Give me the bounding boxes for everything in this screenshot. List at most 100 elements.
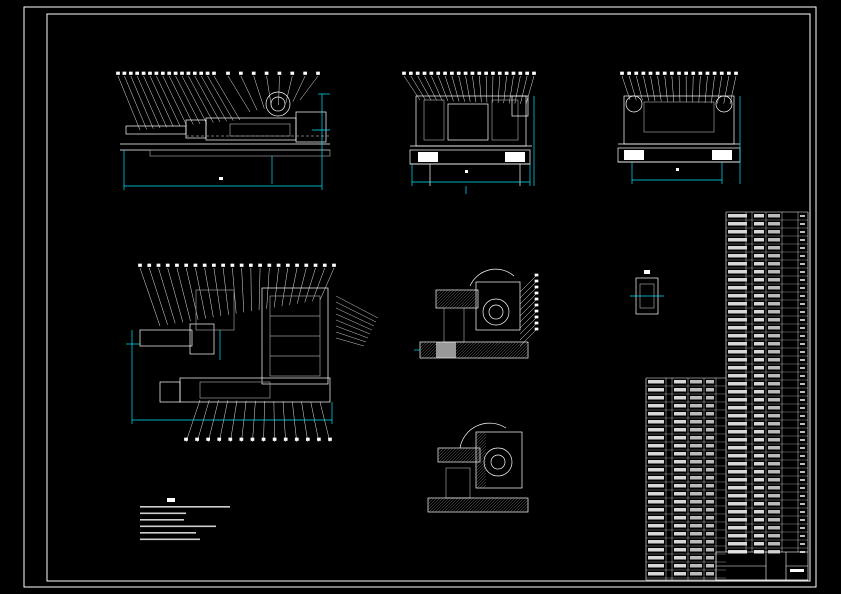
drawing-block xyxy=(497,71,502,75)
drawing-line xyxy=(456,289,476,309)
drawing-block xyxy=(641,71,646,75)
drawing-block xyxy=(195,437,199,441)
drawing-block xyxy=(754,326,764,330)
drawing-block xyxy=(728,382,747,386)
drawing-block xyxy=(706,468,714,472)
drawing-line xyxy=(181,75,207,124)
drawing-block xyxy=(648,556,664,560)
drawing-block xyxy=(754,270,764,274)
drawing-line xyxy=(436,341,454,359)
drawing-block xyxy=(674,436,686,440)
drawing-line xyxy=(435,289,440,294)
drawing-line xyxy=(335,319,371,335)
drawing-block xyxy=(402,71,406,75)
drawing-block xyxy=(276,263,281,267)
drawing-block xyxy=(706,420,714,424)
drawing-line xyxy=(475,431,483,439)
drawing-block xyxy=(728,310,747,314)
drawing-line xyxy=(263,401,265,443)
drawing-line xyxy=(493,341,511,359)
drawing-line xyxy=(636,75,643,101)
drawing-block xyxy=(283,437,288,441)
drawing-block xyxy=(800,327,805,329)
drawing-block xyxy=(768,534,780,538)
drawing-line xyxy=(476,497,492,513)
drawing-block xyxy=(728,278,747,282)
drawing-block xyxy=(135,71,140,75)
drawing-block xyxy=(491,71,495,75)
drawing-line xyxy=(462,292,479,309)
drawing-block xyxy=(239,437,244,441)
drawing-line xyxy=(475,475,487,487)
drawing-line xyxy=(502,341,520,359)
drawing-line xyxy=(266,75,272,107)
drawing-block xyxy=(249,263,253,267)
drawing-block xyxy=(800,495,805,497)
drawing-line xyxy=(444,447,460,463)
drawing-block xyxy=(768,374,780,378)
drawing-block xyxy=(239,263,244,267)
drawing-block xyxy=(264,71,269,75)
drawing-line xyxy=(438,447,454,463)
drawing-block xyxy=(116,71,120,75)
drawing-block xyxy=(674,508,686,512)
drawing-block xyxy=(674,380,686,384)
drawing-line xyxy=(494,497,510,513)
drawing-block xyxy=(768,310,780,314)
drawing-block xyxy=(165,263,170,267)
drawing-block xyxy=(768,254,780,258)
drawing-line xyxy=(194,75,221,123)
drawing-block xyxy=(768,454,780,458)
drawing-line xyxy=(427,497,432,502)
drawing-line xyxy=(285,75,293,104)
drawing-block xyxy=(706,516,714,520)
drawing-line xyxy=(240,75,258,111)
drawing-line xyxy=(471,453,481,463)
drawing-line xyxy=(207,75,234,121)
drawing-block xyxy=(800,519,805,521)
drawing-block xyxy=(754,350,764,354)
drawing-block xyxy=(706,396,714,400)
drawing-line xyxy=(519,323,537,341)
drawing-line xyxy=(188,75,214,123)
drawing-block xyxy=(525,71,530,75)
drawing-block xyxy=(648,460,664,464)
small-detail xyxy=(630,270,664,315)
drawing-block xyxy=(429,71,434,75)
drawing-block xyxy=(534,309,539,313)
drawing-line xyxy=(484,341,502,359)
drawing-line xyxy=(519,311,537,329)
drawing-block xyxy=(706,540,714,544)
drawing-block xyxy=(800,367,805,369)
drawing-block xyxy=(728,534,747,538)
drawing-block xyxy=(754,222,764,226)
drawing-block xyxy=(800,223,805,225)
drawing-line xyxy=(136,75,161,129)
drawing-block xyxy=(754,214,764,218)
drawing-block xyxy=(800,511,805,513)
drawing-block xyxy=(728,326,747,330)
drawing-line xyxy=(424,341,442,359)
drawing-block xyxy=(754,262,764,266)
drawing-block xyxy=(800,535,805,537)
drawing-line xyxy=(419,341,427,349)
drawing-line xyxy=(503,497,519,513)
drawing-line xyxy=(500,497,516,513)
drawing-block xyxy=(212,71,216,75)
drawing-line xyxy=(335,325,369,339)
drawing-block xyxy=(443,71,447,75)
drawing-block xyxy=(436,71,441,75)
drawing-block xyxy=(634,71,639,75)
drawing-block xyxy=(534,297,539,301)
drawing-block xyxy=(147,263,152,267)
drawing-block xyxy=(728,470,747,474)
drawing-block xyxy=(754,358,764,362)
drawing-block xyxy=(690,564,702,568)
drawing-block xyxy=(690,420,702,424)
drawing-line xyxy=(292,75,306,102)
drawing-block xyxy=(768,342,780,346)
drawing-line xyxy=(455,497,471,513)
drawing-block xyxy=(754,406,764,410)
drawing-line xyxy=(149,267,168,325)
drawing-line xyxy=(497,497,513,513)
